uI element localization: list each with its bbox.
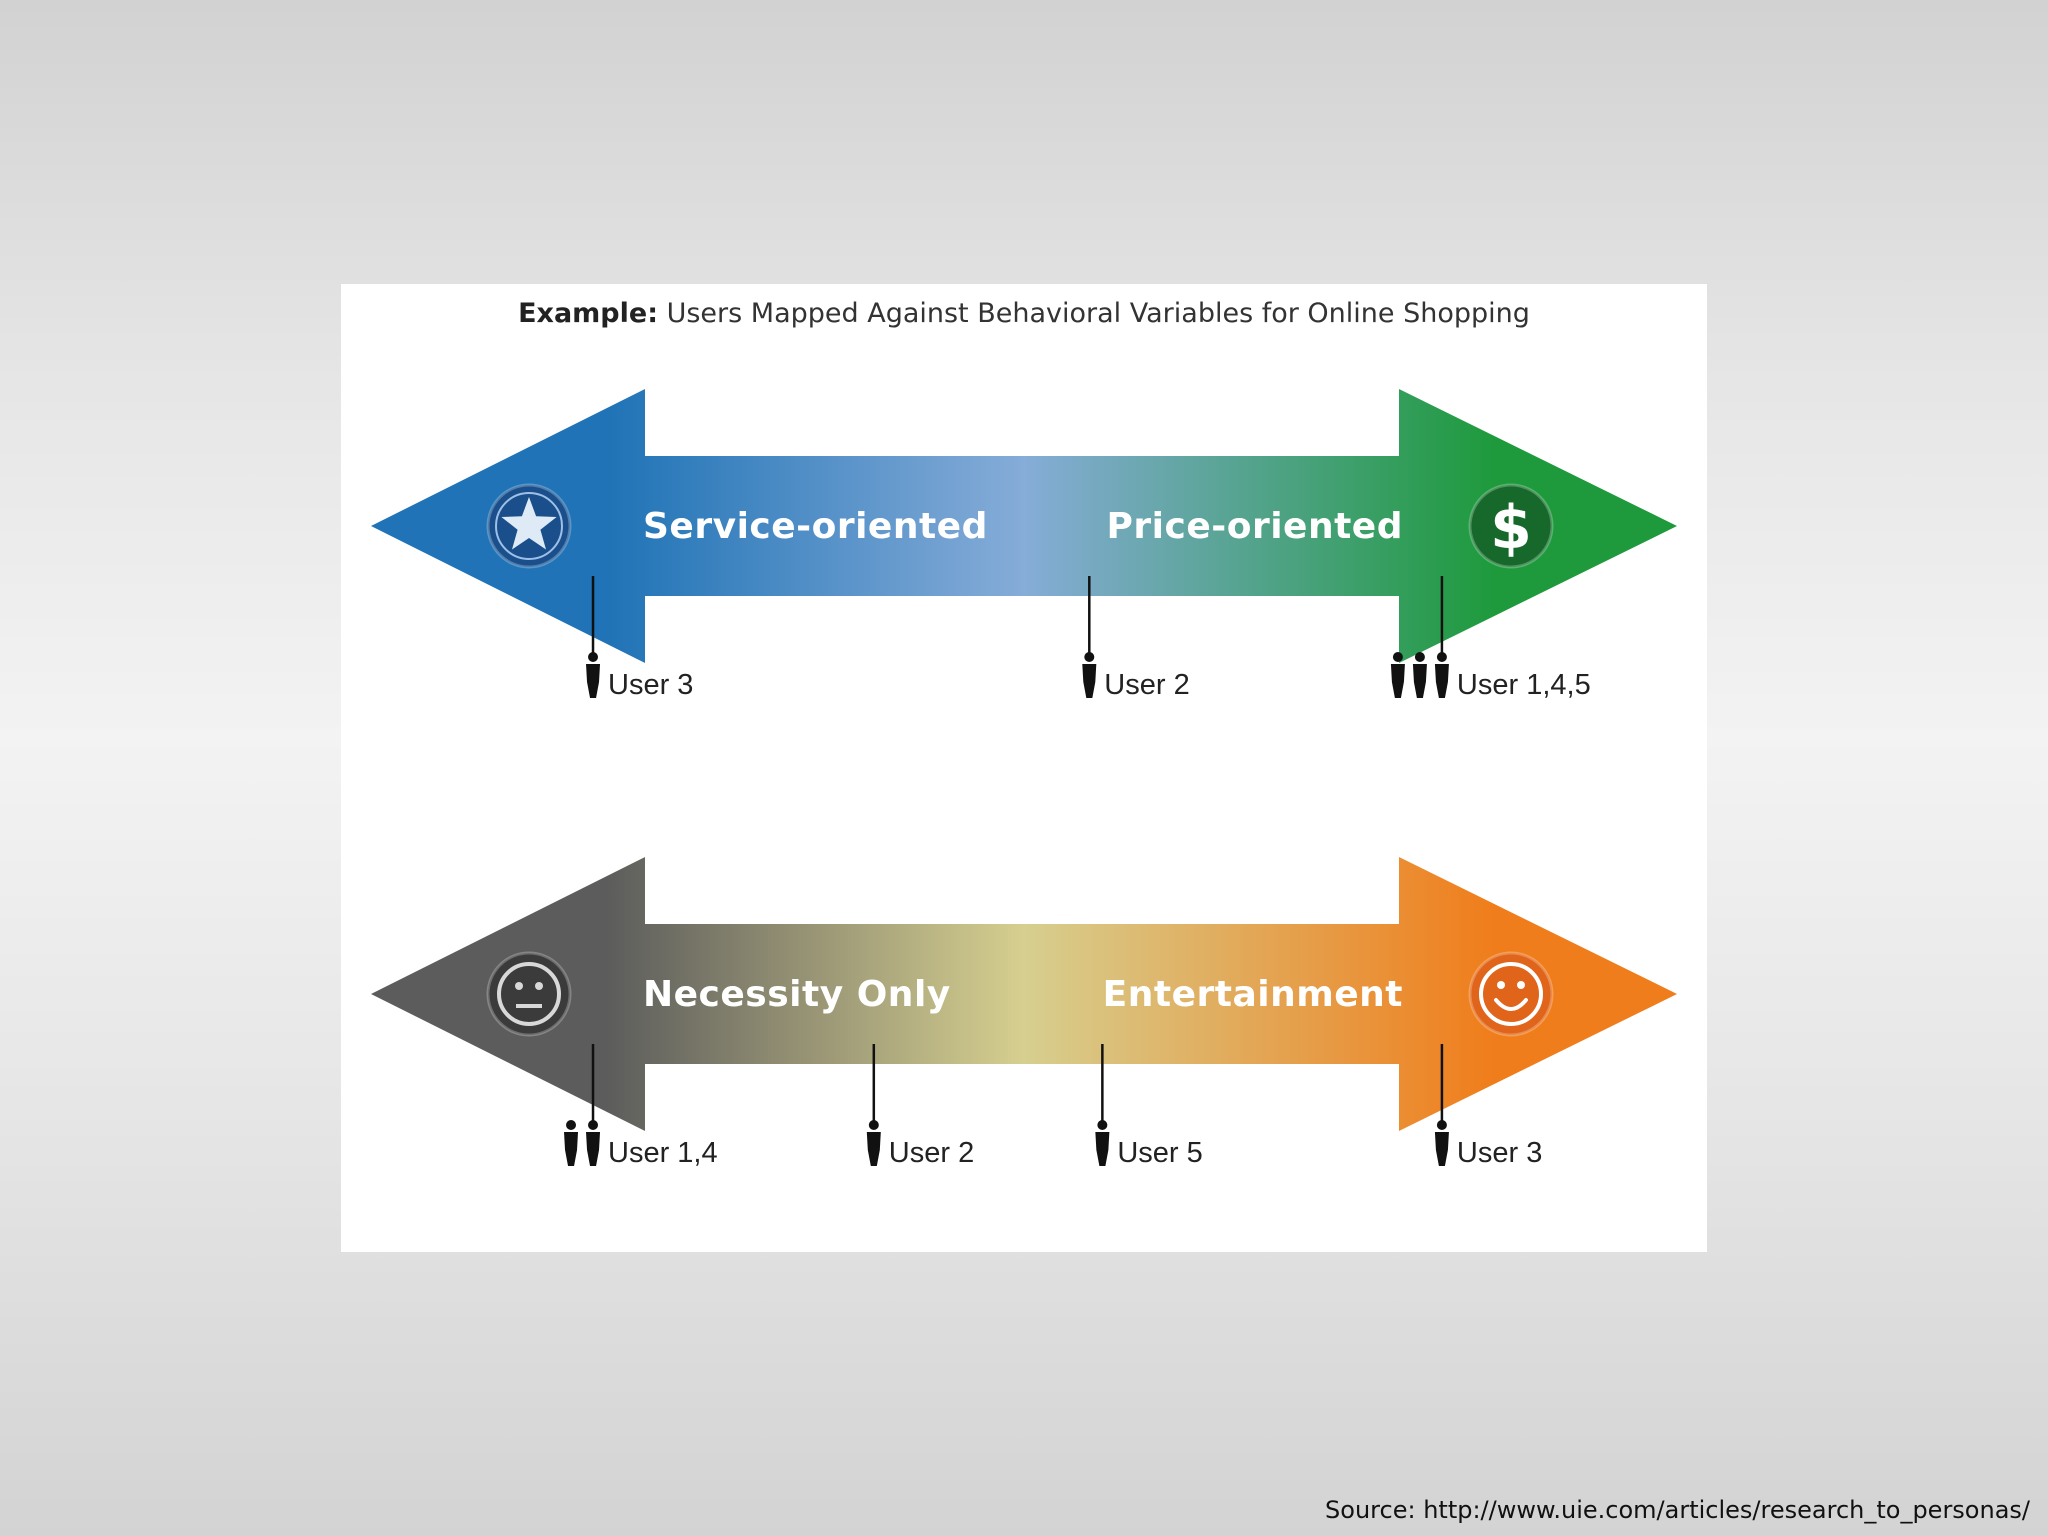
user-marker: User 2: [866, 1044, 974, 1169]
person-head: [1084, 652, 1095, 662]
person-body: [1434, 664, 1449, 698]
axis-right-label: Entertainment: [1103, 974, 1403, 1015]
user-label: User 1,4: [608, 1137, 718, 1169]
person-body: [1095, 1132, 1110, 1166]
dollar-glyph: $: [1490, 493, 1532, 563]
axis-left-label: Service-oriented: [643, 506, 988, 547]
user-label: User 3: [608, 669, 693, 701]
star-icon: [486, 483, 572, 569]
person-body: [1434, 1132, 1449, 1166]
figure-title-bold: Example:: [518, 298, 658, 329]
person-head: [1392, 652, 1403, 662]
person-head: [868, 1120, 879, 1130]
person-body: [586, 1132, 601, 1166]
user-label: User 2: [889, 1137, 974, 1169]
person-head: [588, 1120, 599, 1130]
dollar-icon: $: [1468, 483, 1554, 569]
double-arrow: [371, 857, 1677, 1131]
person-body: [1082, 664, 1097, 698]
person-body: [1412, 664, 1427, 698]
person-body: [586, 664, 601, 698]
user-marker: User 2: [1082, 576, 1190, 701]
user-label: User 5: [1117, 1137, 1202, 1169]
user-label: User 2: [1104, 669, 1189, 701]
person-head: [1097, 1120, 1108, 1130]
figure-title: Example: Users Mapped Against Behavioral…: [341, 298, 1707, 329]
source-citation: Source: http://www.uie.com/articles/rese…: [1325, 1496, 2030, 1524]
person-body: [1390, 664, 1405, 698]
user-label: User 3: [1457, 1137, 1542, 1169]
axis-left-label: Necessity Only: [643, 974, 951, 1015]
user-marker: User 5: [1095, 1044, 1203, 1169]
axis-1: Service-oriented Price-oriented $ User 3 Use…: [371, 389, 1677, 701]
double-arrow: [371, 389, 1677, 663]
behavioral-axes-diagram: Service-oriented Price-oriented $ User 3 Use…: [371, 389, 1677, 1169]
smiley-face-icon: [1468, 951, 1554, 1037]
person-body: [564, 1132, 579, 1166]
person-head: [1436, 1120, 1447, 1130]
axis-right-label: Price-oriented: [1107, 506, 1403, 547]
user-marker: User 3: [586, 576, 693, 701]
person-head: [566, 1120, 577, 1130]
person-head: [1436, 652, 1447, 662]
person-body: [866, 1132, 881, 1166]
person-head: [1414, 652, 1425, 662]
figure-title-text: Users Mapped Against Behavioral Variable…: [658, 298, 1530, 329]
diagram-figure: Example: Users Mapped Against Behavioral…: [341, 284, 1707, 1252]
user-label: User 1,4,5: [1457, 669, 1591, 701]
neutral-face-icon: [486, 951, 572, 1037]
user-marker: User 1,4,5: [1390, 576, 1591, 701]
user-marker: User 1,4: [564, 1044, 718, 1169]
user-marker: User 3: [1434, 1044, 1542, 1169]
person-head: [588, 652, 599, 662]
